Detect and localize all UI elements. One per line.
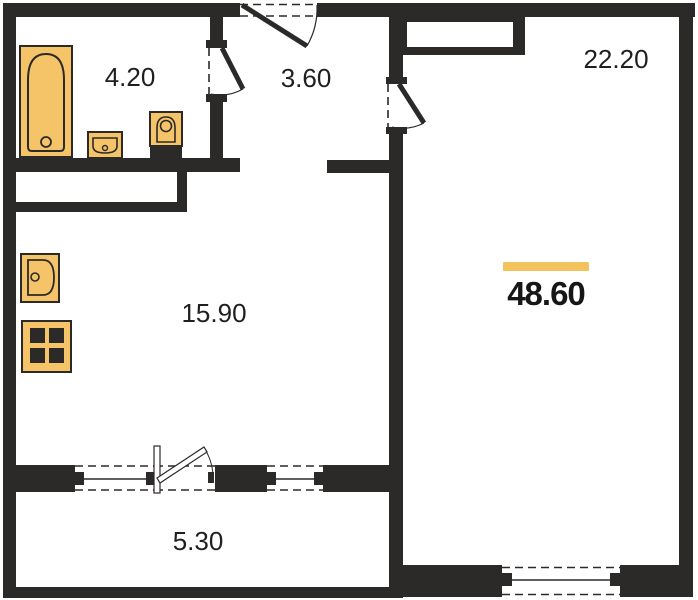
kitchen-living-area-label: 15.90 bbox=[181, 298, 247, 328]
living-room-area-label: 22.20 bbox=[583, 44, 649, 74]
stove-icon bbox=[21, 320, 72, 373]
balcony-area-label: 5.30 bbox=[172, 526, 224, 556]
total-area-value: 48.60 bbox=[507, 275, 586, 312]
entrance-door bbox=[240, 2, 318, 49]
bathroom-area-label: 4.20 bbox=[104, 62, 156, 92]
walls bbox=[3, 3, 695, 598]
living-room-door bbox=[387, 82, 427, 129]
hallway-area-label: 3.60 bbox=[280, 63, 332, 93]
living-room-window bbox=[502, 566, 620, 596]
balcony-window-left bbox=[75, 465, 155, 491]
bathtub-icon bbox=[19, 45, 73, 158]
total-area-badge: 48.60 bbox=[503, 262, 589, 310]
kitchen-sink-icon bbox=[20, 253, 60, 303]
balcony-door bbox=[153, 445, 215, 494]
balcony-window-right bbox=[267, 465, 323, 491]
total-area-accent-bar bbox=[503, 262, 589, 271]
bathroom-door bbox=[208, 46, 246, 96]
shaft-niche bbox=[407, 22, 513, 47]
washbasin-icon bbox=[87, 131, 123, 159]
toilet-icon bbox=[149, 111, 183, 159]
